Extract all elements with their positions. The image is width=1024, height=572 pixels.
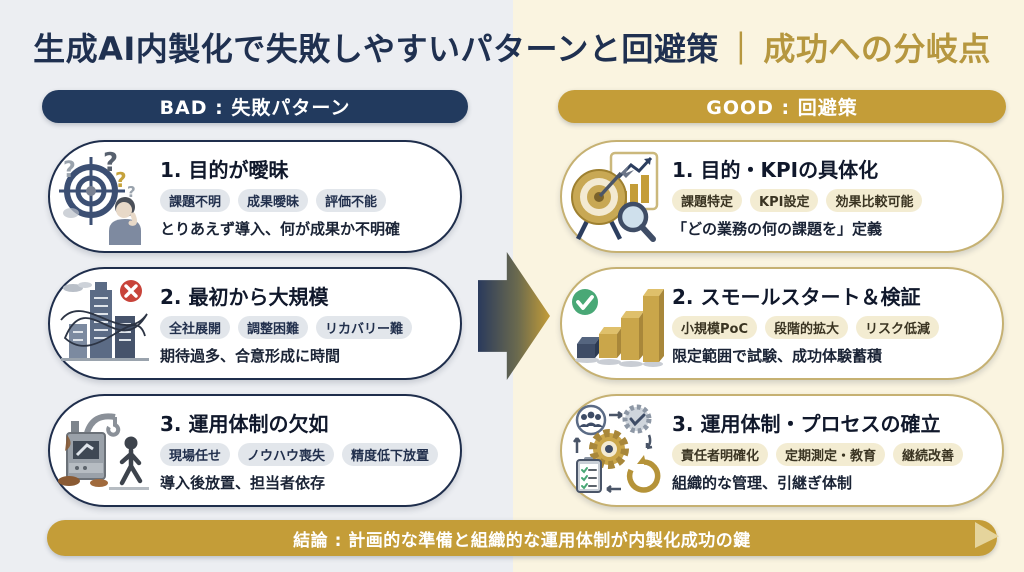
- card-title: 2. 最初から大規模: [160, 285, 329, 309]
- svg-text:?: ?: [115, 168, 127, 192]
- card-title: 3. 運用体制の欠如: [160, 412, 329, 436]
- bad-card-2: 2. 最初から大規模 全社展開 調整困難 リカバリー難 期待過多、合意形成に時間: [48, 267, 462, 380]
- card-title: 2. スモールスタート＆検証: [672, 285, 921, 309]
- svg-text:?: ?: [103, 149, 118, 178]
- card-title: 1. 目的・KPIの具体化: [672, 158, 879, 182]
- good-column-header: GOOD : 回避策: [558, 90, 1006, 123]
- tag-pill: 現場任せ: [160, 443, 231, 466]
- process-gears-icon: [562, 401, 672, 501]
- card-desc: 「どの業務の何の課題を」定義: [672, 220, 883, 238]
- tag-pill: 評価不能: [316, 189, 387, 212]
- card-title: 1. 目的が曖昧: [160, 158, 289, 182]
- bad-card-3: 3. 運用体制の欠如 現場任せ ノウハウ喪失 精度低下放置 導入後放置、担当者依…: [48, 394, 462, 507]
- tag-pill: リスク低減: [856, 316, 940, 339]
- tag-pill: リカバリー難: [316, 316, 413, 339]
- conclusion-bar: 結論 : 計画的な準備と組織的な運用体制が内製化成功の鍵: [47, 520, 997, 556]
- tag-pill: 全社展開: [160, 316, 231, 339]
- bad-card-1: ? ? ? ? 1. 目的が曖昧 課題不明 成果曖昧 評価不能 とりあえず導入、…: [48, 140, 462, 253]
- card-title: 3. 運用体制・プロセスの確立: [672, 412, 941, 436]
- tag-pill: 成果曖昧: [238, 189, 309, 212]
- card-desc: 期待過多、合意形成に時間: [160, 347, 341, 365]
- tag-pill: 責任者明確化: [672, 443, 769, 466]
- card-desc: 組織的な管理、引継ぎ体制: [672, 474, 853, 492]
- tag-pill: 課題特定: [672, 189, 743, 212]
- good-card-3: 3. 運用体制・プロセスの確立 責任者明確化 定期測定・教育 継続改善 組織的な…: [560, 394, 1004, 507]
- svg-text:?: ?: [127, 183, 136, 201]
- tag-pill: 効果比較可能: [826, 189, 923, 212]
- tag-pill: ノウハウ喪失: [238, 443, 335, 466]
- page-title: 生成AI内製化で失敗しやすいパターンと回避策｜成功への分岐点: [0, 24, 1024, 70]
- title-separator: ｜: [724, 30, 758, 68]
- growth-bars-icon: [562, 274, 672, 374]
- bad-column-header: BAD : 失敗パターン: [42, 90, 468, 123]
- good-card-2: 2. スモールスタート＆検証 小規模PoC 段階的拡大 リスク低減 限定範囲で試…: [560, 267, 1004, 380]
- conclusion-text: 結論 : 計画的な準備と組織的な運用体制が内製化成功の鍵: [293, 530, 751, 551]
- tag-pill: 精度低下放置: [342, 443, 439, 466]
- card-desc: とりあえず導入、何が成果か不明確: [160, 220, 401, 238]
- target-kpi-icon: [562, 147, 672, 247]
- tag-pill: 小規模PoC: [672, 316, 757, 339]
- tag-pill: 課題不明: [160, 189, 231, 212]
- tag-pill: KPI設定: [750, 189, 819, 212]
- title-accent: 成功への分岐点: [763, 30, 991, 68]
- tag-pill: 定期測定・教育: [776, 443, 886, 466]
- title-main: 生成AI内製化で失敗しやすいパターンと回避策: [33, 30, 719, 68]
- abandoned-machine-icon: [50, 401, 160, 501]
- tag-pill: 継続改善: [893, 443, 964, 466]
- svg-text:?: ?: [63, 158, 76, 183]
- tag-pill: 段階的拡大: [765, 316, 849, 339]
- tangled-buildings-icon: [50, 274, 160, 374]
- card-desc: 限定範囲で試験、成功体験蓄積: [672, 347, 883, 365]
- tag-pill: 調整困難: [238, 316, 309, 339]
- good-card-1: 1. 目的・KPIの具体化 課題特定 KPI設定 効果比較可能 「どの業務の何の…: [560, 140, 1004, 253]
- confused-target-icon: ? ? ? ?: [50, 147, 160, 247]
- card-desc: 導入後放置、担当者依存: [160, 474, 326, 492]
